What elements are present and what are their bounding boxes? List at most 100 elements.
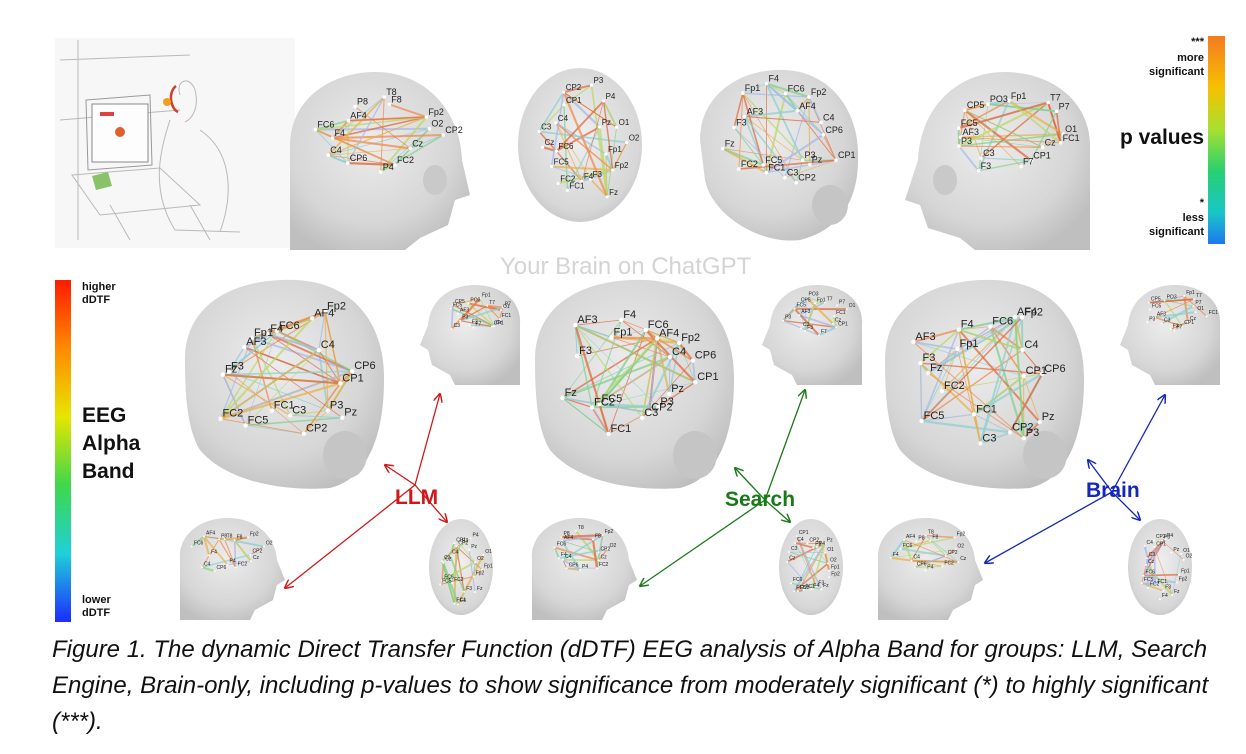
electrode-dot [579,569,581,571]
electrode-label: CP6 [695,350,716,362]
electrode-label: C4 [321,339,335,351]
electrode-dot [562,558,564,561]
electrode-label: Fp1 [831,565,840,571]
connectivity-edge [744,116,803,161]
electrode-dot [924,569,927,572]
electrode-label: AF4 [659,327,679,339]
electrode-label: P7 [1059,101,1070,111]
connectivity-edge [575,325,578,357]
head-llm-small-top [429,519,493,615]
connectivity-edge [742,83,767,94]
electrode-label: C3 [982,432,996,444]
electrode-dot [455,545,458,548]
electrode-label: CP2 [458,541,468,547]
electrode-label: CP2 [306,423,327,435]
connectivity-edge [1154,547,1173,596]
electrode-label: F3 [593,170,603,179]
connectivity-edge [327,154,349,165]
group-label-brain: Brain [1086,479,1140,502]
head-row1-right-lateral [905,72,1091,250]
electrode-dot [501,306,504,309]
connectivity-edge [808,96,811,165]
electrode-label: CP1 [1026,365,1047,377]
electrode-label: FC5 [961,118,978,128]
electrode-label: F3 [579,345,592,357]
electrode-dot [656,404,661,409]
electrode-dot [828,576,831,579]
connectivity-edge [921,316,1016,422]
electrode-dot [541,145,545,149]
electrode-label: FC5 [924,410,945,422]
connectivity-edge [228,330,278,373]
electrode-dot [1162,589,1165,592]
connectivity-edge [804,297,807,331]
connectivity-edge [486,305,501,320]
connectivity-edge [599,402,659,408]
connectivity-edge [833,316,838,328]
electrode-dot [288,413,293,418]
head-row1-back-oblique [700,69,859,241]
electrode-label: FC2 [223,408,244,420]
electrode-dot [500,309,502,312]
electrode-dot [595,567,598,570]
connectivity-edge [459,305,488,322]
electrode-label: F7 [476,322,482,328]
electrode-dot [201,566,203,569]
electrode-label: CP2 [1012,421,1033,433]
connectivity-edge [1141,582,1164,592]
connectivity-edge [244,346,341,385]
connectivity-edge [964,110,982,159]
electrode-label: FC1 [274,400,295,412]
electrode-label: F8 [595,534,601,540]
electrode-label: Fp1 [1186,290,1195,296]
connectivity-edge [958,145,1043,148]
electrode-label: FC1 [768,163,785,173]
head-llm-main [185,279,385,489]
electrode-label: P3 [1026,427,1039,439]
connectivity-edge [722,147,767,174]
electrode-label: Fz [477,586,483,592]
electrode-label: P4 [230,559,236,565]
connectivity-edge [328,154,396,166]
electrode-dot [453,542,456,545]
connectivity-edge [919,363,923,422]
electrode-dot [925,370,931,376]
connectivity-edge [913,328,960,343]
electrode-dot [835,326,838,329]
connectivity-edge [973,413,1011,433]
electrode-dot [330,136,335,140]
electrode-dot [903,538,905,541]
electrode-dot [815,585,818,588]
connectivity-edge [315,119,349,131]
electrode-dot [340,415,345,420]
connectivity-edge [889,539,905,559]
connectivity-edge [251,337,291,416]
ddtf-colorbar [55,280,71,622]
electrode-label: F8 [932,534,938,540]
electrode-label: Fp2 [605,529,614,535]
connectivity-edge [1143,574,1177,584]
electrode-dot [823,542,826,545]
connectivity-edge [668,356,671,395]
electrode-label: AF4 [1017,306,1037,318]
electrode-label: O1 [1197,306,1204,312]
electrode-label: CP2 [798,173,816,183]
electrode-dot [1019,164,1023,169]
electrode-dot [1152,539,1155,542]
electrode-dot [978,441,983,446]
electrode-label: AF4 [314,307,334,319]
connectivity-edge [648,338,658,413]
electrode-dot [1054,109,1059,114]
electrode-label: O1 [827,547,834,553]
electrode-dot [815,545,818,548]
electrode-label: F4 [270,323,283,335]
electrode-label: C4 [204,561,211,567]
electrode-label: F3 [807,325,813,331]
electrode-label: Fp1 [254,327,273,339]
electrode-label: FC1 [1158,579,1168,585]
electrode-label: P8 [357,97,368,107]
electrode-label: O2 [1186,554,1193,560]
connectivity-edge [201,554,251,568]
electrode-label: F3 [923,352,936,364]
connectivity-edge [245,416,343,427]
